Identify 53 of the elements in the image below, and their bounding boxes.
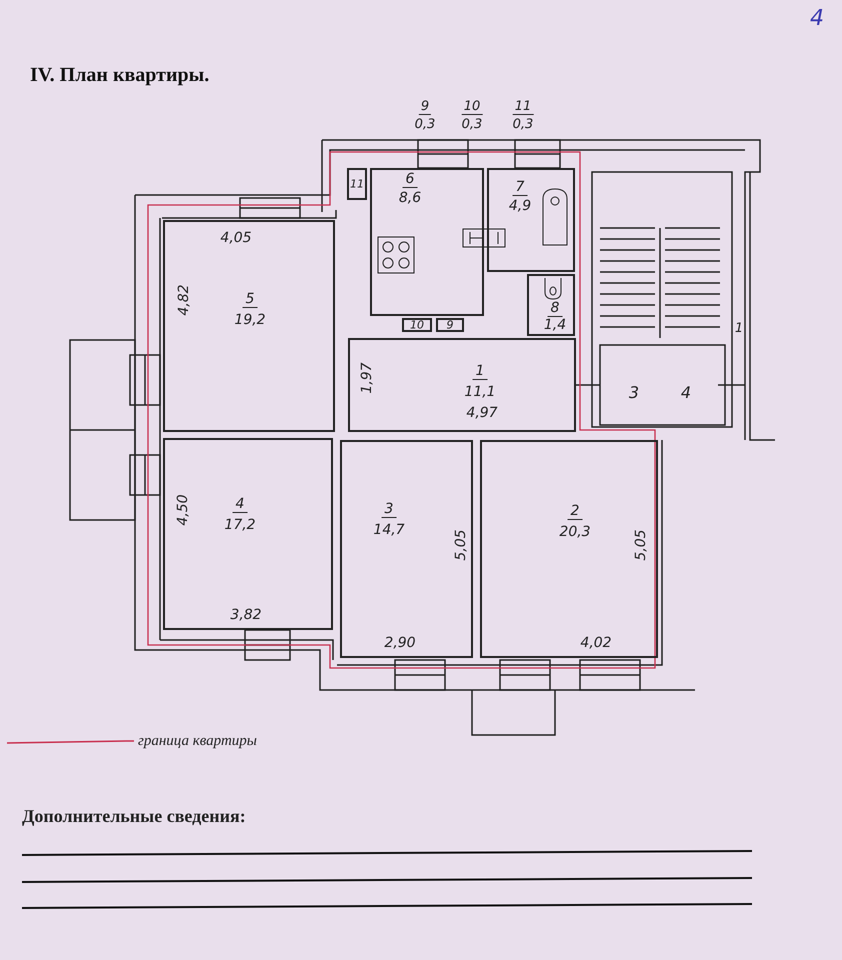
stair-label: 1 <box>734 322 744 335</box>
room-area: 1,4 <box>544 318 566 332</box>
room-number: 6 <box>402 172 418 188</box>
room-area <box>480 440 658 658</box>
dimension-label: 3,82 <box>230 608 262 622</box>
dimension-label: 4,50 <box>176 494 190 526</box>
dimension-label: 5,05 <box>454 529 468 561</box>
room-area <box>487 168 575 272</box>
dimension-label: 4,02 <box>580 636 612 650</box>
room-number: 9 <box>446 320 454 330</box>
room-area <box>163 220 335 432</box>
room-number: 11 <box>350 178 364 190</box>
room-area: 4,9 <box>508 199 532 213</box>
room-area: 8,6 <box>398 191 422 205</box>
room-number: 8 <box>548 301 562 317</box>
room-number: 5 <box>242 292 258 308</box>
stair-label: 4 <box>680 385 692 401</box>
room-area <box>348 338 576 432</box>
dimension-label: 4,97 <box>466 406 498 420</box>
room-area <box>163 438 333 630</box>
title: IV. План квартиры. <box>30 64 210 87</box>
dimension-label: 4,82 <box>177 284 191 316</box>
window-number: 10 <box>462 100 482 115</box>
page-number: 4 <box>810 8 824 30</box>
closet-area <box>402 318 432 332</box>
closet-area <box>436 318 464 332</box>
room-area: 19,2 <box>234 313 266 327</box>
room-area: 14,7 <box>373 523 405 537</box>
window-area: 0,3 <box>462 118 482 131</box>
room-area: 20,3 <box>559 525 591 539</box>
window-area: 0,3 <box>512 118 534 131</box>
stair-label: 3 <box>628 385 640 401</box>
room-area: 17,2 <box>224 518 256 532</box>
room-number: 1 <box>472 364 488 380</box>
dimension-label: 2,90 <box>384 636 416 650</box>
dimension-label: 4,05 <box>220 231 252 245</box>
room-number: 2 <box>568 504 582 520</box>
room-number: 7 <box>512 180 528 196</box>
window-number: 11 <box>512 100 534 115</box>
dimension-label: 5,05 <box>634 529 648 561</box>
window-area: 0,3 <box>414 118 436 131</box>
room-number: 10 <box>410 320 424 330</box>
room-area <box>340 440 473 658</box>
legend-label: граница квартиры <box>138 734 257 749</box>
dimension-label: 1,97 <box>360 362 374 394</box>
room-area <box>527 274 575 336</box>
window-number: 9 <box>418 100 432 115</box>
room-number: 4 <box>232 497 248 513</box>
room-number: 3 <box>382 502 396 518</box>
closet-area <box>347 168 367 200</box>
room-area <box>370 168 484 316</box>
room-area: 11,1 <box>464 385 496 399</box>
section-heading: Дополнительные сведения: <box>22 807 246 825</box>
